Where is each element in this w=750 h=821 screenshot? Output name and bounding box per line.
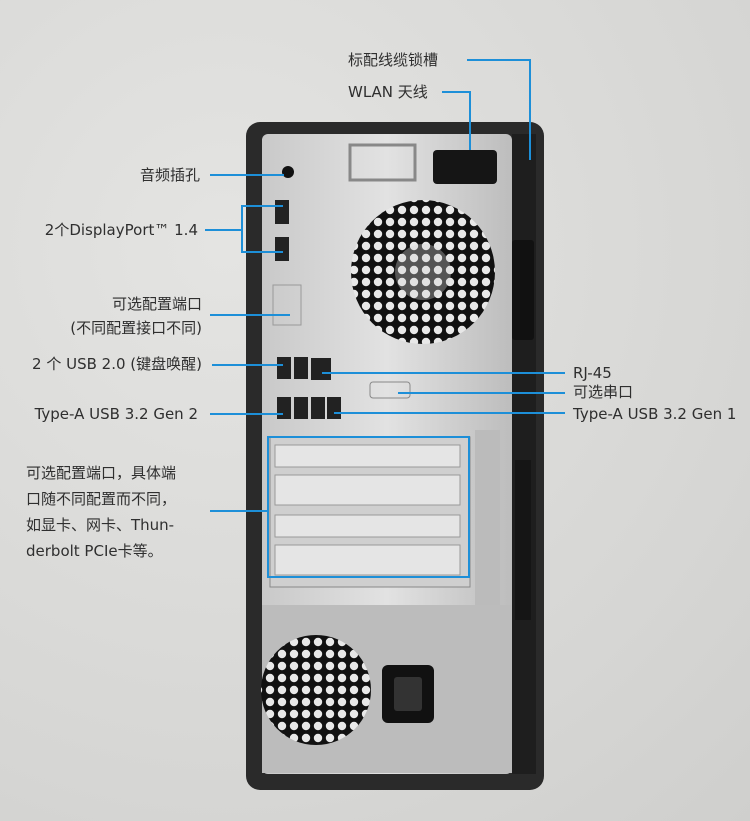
label-pcie-3: 如显卡、网卡、Thun-: [26, 516, 175, 534]
label-pcie-2: 口随不同配置而不同，: [26, 490, 177, 508]
label-pcie-4: derbolt PCIe卡等。: [26, 542, 163, 560]
label-wlan: WLAN 天线: [348, 83, 428, 101]
label-cable-lock: 标配线缆锁槽: [348, 51, 439, 69]
label-audio: 音频插孔: [139, 166, 200, 184]
label-rj45: RJ-45: [573, 364, 612, 382]
label-serial: 可选串口: [573, 383, 634, 401]
label-pcie-1: 可选配置端口，具体端: [26, 464, 177, 482]
label-usb32-gen1: Type-A USB 3.2 Gen 1: [573, 405, 737, 423]
label-usb2: 2 个 USB 2.0 (键盘唤醒): [32, 355, 202, 373]
label-optional-port-2: (不同配置接口不同): [70, 319, 202, 337]
callout-lines: [205, 59, 565, 578]
label-optional-port-1: 可选配置端口: [111, 295, 202, 313]
label-displayport: 2个DisplayPort™ 1.4: [44, 221, 198, 239]
label-usb32-gen2: Type-A USB 3.2 Gen 2: [34, 405, 198, 423]
